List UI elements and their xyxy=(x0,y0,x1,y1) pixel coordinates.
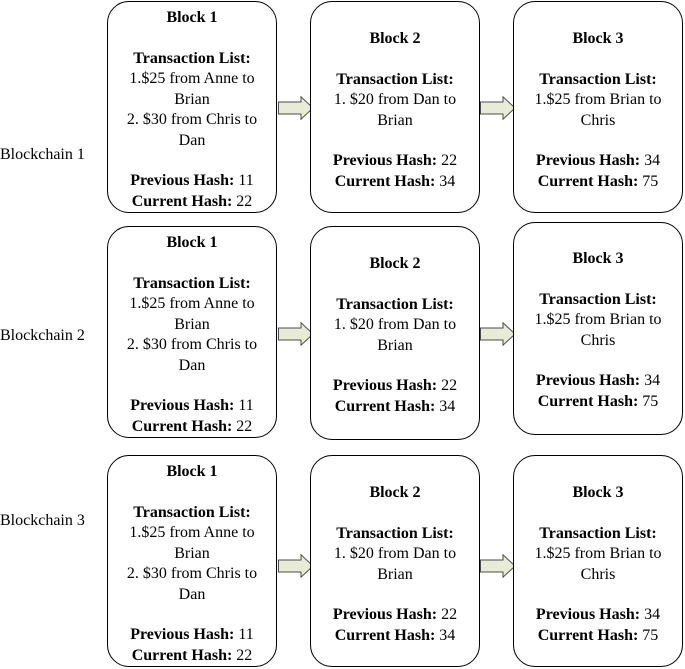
previous-hash: Previous Hash: 11 xyxy=(130,626,254,643)
transaction-line: 1.$25 from Anne to xyxy=(129,524,255,541)
block-3-3: Block 3 Transaction List: 1.$25 from Bri… xyxy=(513,455,683,667)
arrow-right-icon xyxy=(480,96,516,120)
previous-hash: Previous Hash: 11 xyxy=(130,397,254,414)
previous-hash: Previous Hash: 22 xyxy=(332,606,458,623)
row-label-blockchain-3: Blockchain 3 xyxy=(0,512,85,529)
transaction-line: Chris xyxy=(580,111,616,129)
previous-hash: Previous Hash: 11 xyxy=(130,172,254,189)
transaction-line: Brian xyxy=(174,90,210,108)
transaction-line: Chris xyxy=(580,565,616,583)
transaction-list-label: Transaction List: xyxy=(133,49,251,67)
block-1-2: Block 2 Transaction List: 1. $20 from Da… xyxy=(310,1,480,213)
transaction-line: 1.$25 from Brian to xyxy=(534,311,662,328)
arrow-right-icon xyxy=(480,554,516,578)
current-hash: Current Hash: 22 xyxy=(131,192,253,210)
transaction-line: Brian xyxy=(377,565,413,583)
block-title: Block 1 xyxy=(166,463,218,480)
transaction-list-label: Transaction List: xyxy=(539,290,657,308)
current-hash: Current Hash: 34 xyxy=(334,626,456,644)
transaction-list-label: Transaction List: xyxy=(336,524,454,542)
transaction-list-label: Transaction List: xyxy=(133,503,251,521)
block-1-1: Block 1 Transaction List: 1.$25 from Ann… xyxy=(107,1,277,213)
transaction-line: 1.$25 from Anne to xyxy=(129,295,255,312)
transaction-line: Brian xyxy=(174,544,210,562)
transaction-line: 1. $20 from Dan to xyxy=(333,91,457,108)
transaction-line: Dan xyxy=(178,356,206,374)
block-2-3: Block 3 Transaction List: 1.$25 from Bri… xyxy=(513,222,683,435)
transaction-line: 1. $20 from Dan to xyxy=(333,316,457,333)
previous-hash: Previous Hash: 22 xyxy=(332,152,458,169)
transaction-line: 2. $30 from Chris to xyxy=(126,111,258,128)
arrow-right-icon xyxy=(480,322,516,346)
row-label-blockchain-1: Blockchain 1 xyxy=(0,146,85,163)
current-hash: Current Hash: 22 xyxy=(131,646,253,664)
transaction-list-label: Transaction List: xyxy=(539,70,657,88)
block-2-2: Block 2 Transaction List: 1. $20 from Da… xyxy=(310,226,480,440)
transaction-list-label: Transaction List: xyxy=(539,524,657,542)
transaction-line: Dan xyxy=(178,131,206,149)
current-hash: Current Hash: 22 xyxy=(131,417,253,435)
block-3-1: Block 1 Transaction List: 1.$25 from Ann… xyxy=(107,455,277,667)
previous-hash: Previous Hash: 34 xyxy=(535,372,661,389)
transaction-line: Dan xyxy=(178,585,206,603)
transaction-line: Brian xyxy=(174,315,210,333)
current-hash: Current Hash: 75 xyxy=(537,392,659,410)
current-hash: Current Hash: 75 xyxy=(537,626,659,644)
block-title: Block 3 xyxy=(572,250,624,267)
transaction-line: 1. $20 from Dan to xyxy=(333,545,457,562)
arrow-right-icon xyxy=(278,322,314,346)
arrow-right-icon xyxy=(278,554,314,578)
transaction-line: Brian xyxy=(377,336,413,354)
block-title: Block 3 xyxy=(572,30,624,47)
transaction-line: 2. $30 from Chris to xyxy=(126,565,258,582)
block-title: Block 2 xyxy=(369,255,421,272)
transaction-line: Brian xyxy=(377,111,413,129)
current-hash: Current Hash: 75 xyxy=(537,172,659,190)
transaction-line: 1.$25 from Brian to xyxy=(534,91,662,108)
current-hash: Current Hash: 34 xyxy=(334,172,456,190)
previous-hash: Previous Hash: 22 xyxy=(332,377,458,394)
transaction-line: 2. $30 from Chris to xyxy=(126,336,258,353)
block-title: Block 2 xyxy=(369,484,421,501)
transaction-line: 1.$25 from Brian to xyxy=(534,545,662,562)
transaction-list-label: Transaction List: xyxy=(133,274,251,292)
block-3-2: Block 2 Transaction List: 1. $20 from Da… xyxy=(310,455,480,667)
transaction-list-label: Transaction List: xyxy=(336,295,454,313)
row-label-blockchain-2: Blockchain 2 xyxy=(0,327,85,344)
block-1-3: Block 3 Transaction List: 1.$25 from Bri… xyxy=(513,1,683,213)
previous-hash: Previous Hash: 34 xyxy=(535,152,661,169)
block-title: Block 1 xyxy=(166,234,218,251)
transaction-line: 1.$25 from Anne to xyxy=(129,70,255,87)
block-title: Block 3 xyxy=(572,484,624,501)
transaction-list-label: Transaction List: xyxy=(336,70,454,88)
previous-hash: Previous Hash: 34 xyxy=(535,606,661,623)
block-title: Block 1 xyxy=(166,9,218,26)
arrow-right-icon xyxy=(278,96,314,120)
block-title: Block 2 xyxy=(369,30,421,47)
current-hash: Current Hash: 34 xyxy=(334,397,456,415)
block-2-1: Block 1 Transaction List: 1.$25 from Ann… xyxy=(107,226,277,438)
transaction-line: Chris xyxy=(580,331,616,349)
